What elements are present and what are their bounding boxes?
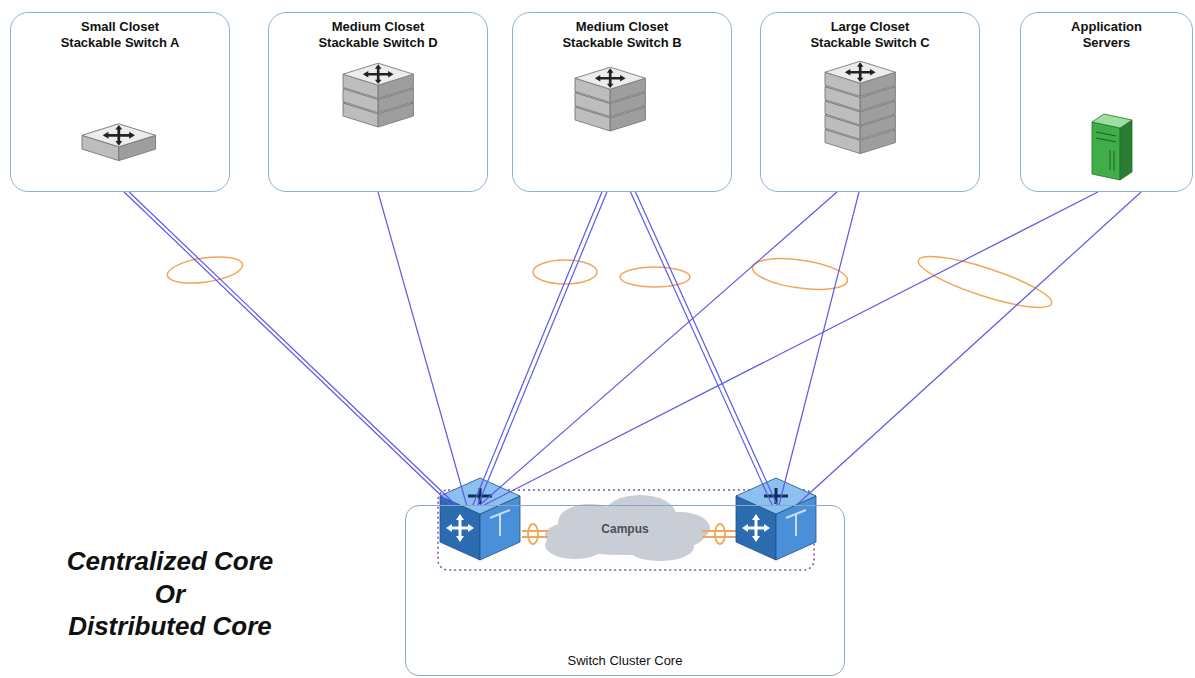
cloud-label: Campus — [585, 522, 665, 537]
closet-box: Large Closet Stackable Switch C — [760, 12, 980, 192]
core-type-note: Centralized Core Or Distributed Core — [20, 545, 320, 643]
uplink-line — [797, 192, 1142, 505]
uplink-strand — [797, 192, 1142, 505]
uplink-strand — [129, 192, 456, 505]
uplink-line — [473, 192, 607, 505]
uplink-strand — [636, 192, 778, 505]
closet-box: Medium Closet Stackable Switch D — [268, 12, 488, 192]
node-title: Switch Cluster Core — [568, 653, 683, 669]
closet-box: Small Closet Stackable Switch A — [10, 12, 230, 192]
node-title: Application Servers — [1052, 19, 1162, 50]
node-title: Medium Closet Stackable Switch B — [552, 19, 692, 50]
closet-box: Medium Closet Stackable Switch B — [512, 12, 732, 192]
uplink-line — [480, 192, 837, 505]
node-title: Large Closet Stackable Switch C — [800, 19, 940, 50]
uplink-line — [484, 192, 1098, 505]
uplink-strand — [378, 192, 467, 505]
uplink-line — [631, 192, 778, 505]
uplink-strand — [124, 192, 451, 505]
uplink-strand — [484, 192, 1098, 505]
node-title: Medium Closet Stackable Switch D — [308, 19, 448, 50]
uplink-line — [124, 192, 456, 505]
uplink-strand — [631, 192, 773, 505]
uplink-strand — [473, 192, 602, 505]
node-title: Small Closet Stackable Switch A — [50, 19, 190, 50]
uplink-line — [378, 192, 467, 505]
uplink-strand — [478, 192, 607, 505]
server-box: Application Servers — [1020, 12, 1193, 192]
uplink-strand — [480, 192, 837, 505]
